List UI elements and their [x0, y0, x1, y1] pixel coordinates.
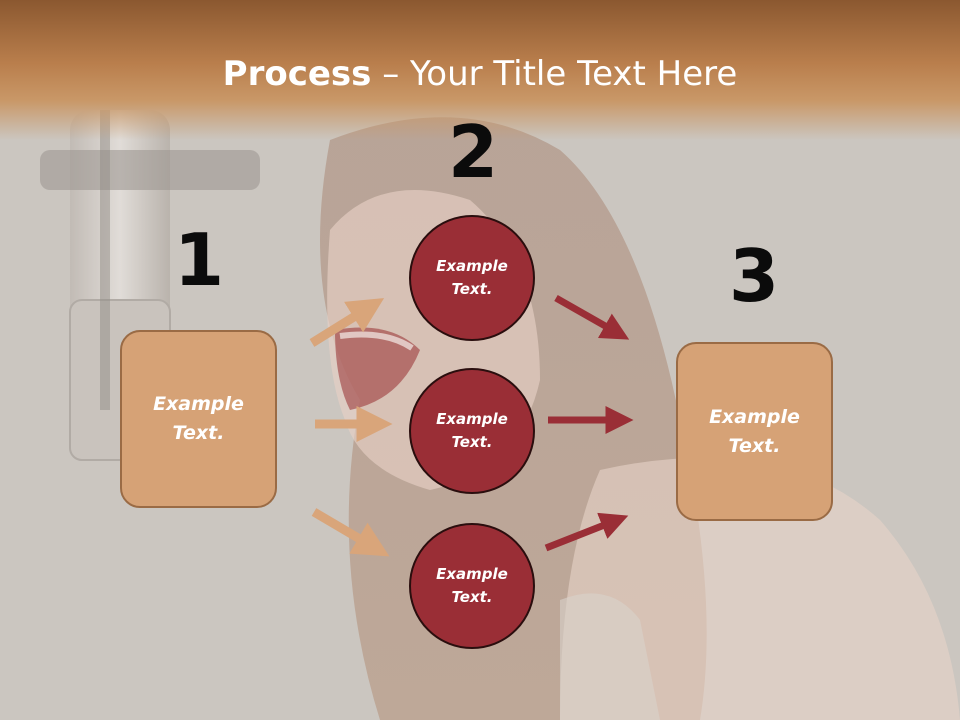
step-number-1: 1 — [173, 218, 225, 302]
output-box-text: Example Text. — [709, 405, 800, 457]
slide-title: Process – Your Title Text Here — [0, 52, 960, 96]
circle-middle-text: Example Text. — [436, 410, 508, 451]
header-band — [0, 0, 960, 140]
title-bold: Process — [222, 54, 372, 94]
circle-bottom: Example Text. — [409, 523, 535, 649]
step-number-2: 2 — [447, 110, 499, 194]
circle-bottom-text: Example Text. — [436, 565, 508, 606]
input-box: Example Text. — [120, 330, 277, 508]
circle-middle: Example Text. — [409, 368, 535, 494]
circle-top-text: Example Text. — [436, 257, 508, 298]
circle-top: Example Text. — [409, 215, 535, 341]
input-box-text: Example Text. — [153, 393, 244, 444]
output-box: Example Text. — [676, 342, 833, 521]
title-separator: – — [371, 54, 411, 94]
step-number-3: 3 — [728, 234, 780, 318]
title-rest: Your Title Text Here — [410, 54, 738, 94]
